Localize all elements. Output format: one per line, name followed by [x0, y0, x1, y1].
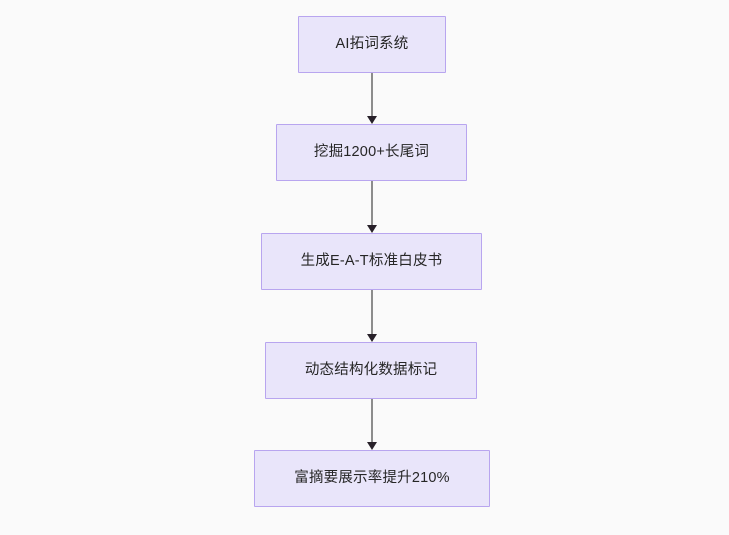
- arrowhead-icon: [366, 225, 377, 233]
- node-label: 生成E-A-T标准白皮书: [300, 253, 443, 270]
- edge-line: [370, 290, 374, 334]
- node-label: AI拓词系统: [335, 36, 409, 53]
- flowchart-node-generate-eat-whitepaper[interactable]: 生成E-A-T标准白皮书: [261, 233, 482, 290]
- node-label: 富摘要展示率提升210%: [294, 470, 450, 487]
- arrowhead-icon: [366, 442, 377, 450]
- arrowhead-icon: [366, 116, 377, 124]
- flowchart-node-rich-snippet-rate-increase[interactable]: 富摘要展示率提升210%: [254, 450, 490, 507]
- flowchart-node-mine-longtail-keywords[interactable]: 挖掘1200+长尾词: [276, 124, 467, 181]
- flowchart-node-dynamic-structured-data-markup[interactable]: 动态结构化数据标记: [265, 342, 477, 399]
- node-label: 动态结构化数据标记: [304, 362, 438, 379]
- arrowhead-icon: [366, 334, 377, 342]
- edge-line: [370, 399, 374, 442]
- flowchart-node-ai-keyword-system[interactable]: AI拓词系统: [298, 16, 446, 73]
- node-label: 挖掘1200+长尾词: [313, 144, 430, 161]
- edge-line: [370, 73, 374, 116]
- edge-line: [370, 181, 374, 225]
